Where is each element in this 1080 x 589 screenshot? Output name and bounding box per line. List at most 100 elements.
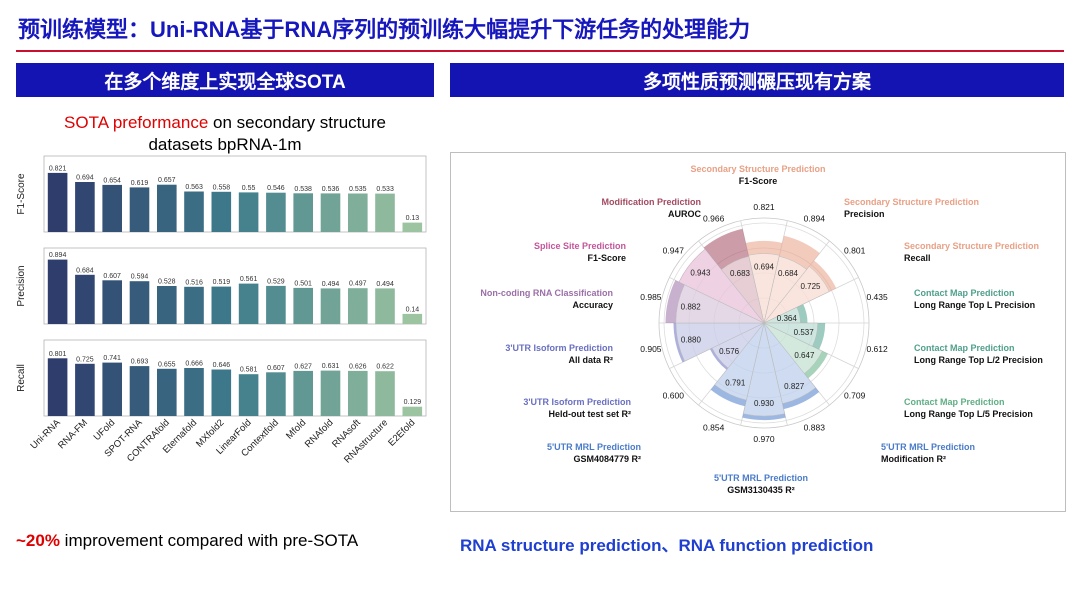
y-axis-label: Recall: [16, 364, 27, 392]
bar: [375, 371, 395, 416]
bar: [211, 286, 232, 324]
radar-outer-value: 0.612: [866, 344, 888, 354]
y-axis-label: Precision: [16, 265, 27, 306]
radar-outer-value: 0.821: [753, 202, 775, 212]
y-axis-label: F1-Score: [16, 173, 27, 215]
bar: [75, 363, 95, 416]
bar: [157, 286, 177, 324]
radar-sector-inner: [763, 265, 830, 324]
bar: [348, 193, 368, 232]
radar-outer-value: 0.854: [703, 423, 725, 433]
bar-value: 0.494: [322, 281, 340, 288]
bar-value: 0.693: [131, 359, 149, 366]
bar-value: 0.684: [76, 267, 94, 274]
bar: [102, 280, 122, 324]
radar-outer-value: 0.600: [663, 390, 685, 400]
bar-value: 0.646: [213, 362, 231, 369]
radar-inner-value: 0.880: [681, 336, 702, 345]
radar-outer-value: 0.905: [640, 344, 662, 354]
x-tick-label: UFold: [92, 417, 118, 443]
bar-value: 0.894: [49, 252, 67, 259]
subplot-frame: [43, 247, 427, 325]
left-footnote-highlight: ~20%: [16, 531, 60, 550]
radar-inner-value: 0.537: [794, 328, 815, 337]
bar-value: 0.538: [294, 186, 312, 193]
bar: [293, 193, 313, 232]
bar: [348, 288, 368, 324]
radar-inner-value: 0.882: [681, 302, 702, 311]
bar: [157, 184, 177, 232]
x-tick-label: RNAfold: [303, 417, 336, 450]
bar: [238, 374, 259, 416]
bar-value: 0.626: [349, 363, 367, 370]
bar-value: 0.581: [240, 367, 258, 374]
bar: [129, 281, 150, 324]
radar-outer-value: 0.801: [844, 246, 866, 256]
radar-sector-inner: [678, 248, 765, 324]
bar: [348, 370, 368, 416]
bar-value: 0.657: [158, 177, 176, 184]
bar: [75, 182, 95, 232]
bar-value: 0.622: [376, 364, 394, 371]
bar-value: 0.607: [103, 273, 121, 280]
bar-value: 0.619: [131, 180, 149, 187]
left-section-header-label: 在多个维度上实现全球SOTA: [104, 71, 346, 93]
bar: [47, 358, 68, 416]
bar-value: 0.558: [213, 184, 231, 191]
bar-value: 0.529: [267, 278, 285, 285]
caption-rest: on secondary structure: [208, 113, 386, 132]
right-footnote: RNA structure prediction、RNA function pr…: [460, 536, 874, 555]
left-footnote-rest: improvement compared with pre-SOTA: [59, 531, 359, 550]
bar: [375, 193, 395, 232]
bar-value: 0.631: [322, 363, 340, 370]
bar-value: 0.694: [76, 175, 94, 182]
bar: [184, 286, 204, 324]
radar-outer-value: 0.883: [804, 423, 826, 433]
left-chart-caption-line1: SOTA preformance on secondary structure: [16, 112, 434, 134]
subplot-frame: [43, 339, 427, 417]
left-chart-caption-line2: datasets bpRNA-1m: [148, 135, 302, 155]
radar-inner-value: 0.683: [730, 269, 751, 278]
x-tick-label: E2Efold: [386, 417, 417, 448]
radar-inner-value: 0.364: [777, 314, 798, 323]
bar: [375, 288, 395, 324]
bar: [211, 369, 232, 416]
bar-value: 0.494: [376, 281, 394, 288]
radar-inner-value: 0.684: [778, 269, 799, 278]
bar-value: 0.741: [103, 355, 121, 362]
bar-value: 0.801: [49, 351, 67, 358]
bar-value: 0.563: [185, 184, 203, 191]
bar-value: 0.14: [406, 306, 420, 313]
radar-inner-value: 0.647: [794, 351, 815, 360]
bar: [238, 192, 259, 232]
bar: [211, 191, 232, 232]
bar: [157, 368, 177, 416]
bar-value: 0.55: [242, 185, 256, 192]
bar: [266, 285, 286, 324]
bar-value: 0.725: [76, 356, 94, 363]
bar: [47, 172, 68, 232]
bar-value: 0.594: [131, 274, 149, 281]
bar: [320, 370, 341, 416]
bar: [402, 222, 423, 232]
radar-outer-value: 0.966: [703, 214, 725, 224]
bar: [102, 184, 122, 232]
radar-sector-inner: [714, 322, 765, 401]
bar-value: 0.561: [240, 276, 258, 283]
subplot-frame: [43, 155, 427, 233]
bar-value: 0.13: [406, 215, 420, 222]
radar-outer-value: 0.435: [866, 292, 888, 302]
right-section-header-label: 多项性质预测碾压现有方案: [642, 71, 871, 93]
bar-value: 0.528: [158, 279, 176, 286]
bar-value: 0.607: [267, 365, 285, 372]
bar: [293, 287, 313, 324]
bar: [184, 368, 204, 416]
bar-value: 0.627: [294, 363, 312, 370]
left-footnote: ~20% improvement compared with pre-SOTA: [16, 531, 358, 551]
radar-sector-inner: [748, 253, 780, 324]
radar-sector-inner: [721, 256, 765, 324]
bar-value: 0.519: [213, 279, 231, 286]
